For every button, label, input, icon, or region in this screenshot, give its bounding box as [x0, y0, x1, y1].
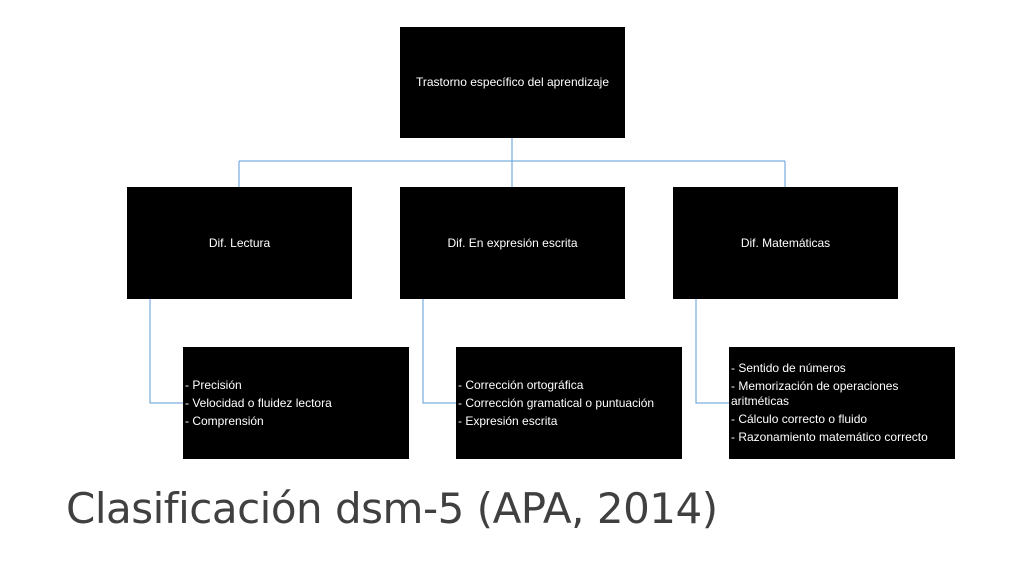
- detail-node-escrita: Corrección ortográfica Corrección gramat…: [456, 347, 682, 459]
- detail-item: Corrección gramatical o puntuación: [458, 396, 680, 411]
- connector-lectura-detail: [149, 299, 183, 404]
- category-label-escrita: Dif. En expresión escrita: [447, 235, 578, 250]
- detail-item: Memorización de operaciones aritméticas: [731, 379, 953, 409]
- detail-item: Razonamiento matemático correcto: [731, 430, 953, 445]
- detail-item: Sentido de números: [731, 361, 953, 376]
- detail-item: Cálculo correcto o fluido: [731, 412, 953, 427]
- detail-item: Comprensión: [185, 414, 407, 429]
- category-node-lectura: Dif. Lectura: [127, 187, 352, 299]
- page-title: Clasificación dsm-5 (APA, 2014): [66, 484, 718, 533]
- detail-node-matematicas: Sentido de números Memorización de opera…: [729, 347, 955, 459]
- category-node-matematicas: Dif. Matemáticas: [673, 187, 898, 299]
- detail-node-lectura: Precisión Velocidad o fluidez lectora Co…: [183, 347, 409, 459]
- connector-escrita-detail: [422, 299, 456, 404]
- detail-item: Expresión escrita: [458, 414, 680, 429]
- connector-matematicas-detail: [695, 299, 729, 404]
- detail-item: Corrección ortográfica: [458, 378, 680, 393]
- root-node-label: Trastorno específico del aprendizaje: [416, 75, 609, 90]
- detail-item: Precisión: [185, 378, 407, 393]
- root-node: Trastorno específico del aprendizaje: [400, 27, 625, 138]
- category-node-escrita: Dif. En expresión escrita: [400, 187, 625, 299]
- category-label-lectura: Dif. Lectura: [208, 235, 271, 250]
- category-label-matematicas: Dif. Matemáticas: [740, 235, 831, 250]
- detail-item: Velocidad o fluidez lectora: [185, 396, 407, 411]
